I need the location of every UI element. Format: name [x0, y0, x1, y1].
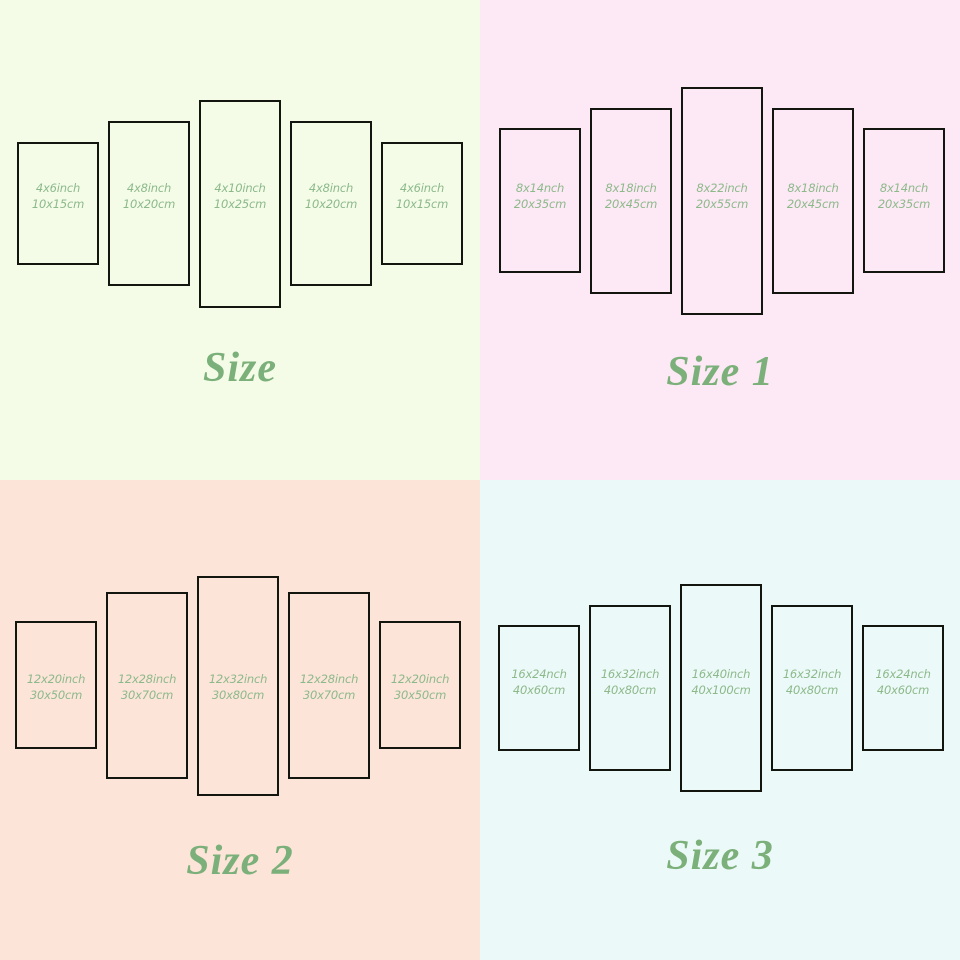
canvas-panel [862, 625, 944, 751]
canvas-panel [771, 605, 853, 771]
panel-size-cm: 30x50cm [393, 687, 447, 702]
canvas-panel [108, 121, 190, 286]
canvas-panel [590, 108, 672, 294]
canvas-panel [106, 592, 188, 779]
panel-size-inch: 4x8inch [308, 181, 354, 195]
panel-size-cm: 10x25cm [213, 196, 267, 211]
canvas-panel [15, 621, 97, 749]
canvas-panel [379, 621, 461, 749]
canvas-panel [17, 142, 99, 265]
canvas-panel [290, 121, 372, 286]
panel-size-cm: 30x80cm [211, 687, 265, 702]
panel-size-inch: 12x20inch [26, 672, 86, 686]
panel-size-cm: 20x45cm [604, 196, 658, 211]
canvas-panel [589, 605, 671, 771]
panel-size-cm: 40x60cm [512, 682, 566, 697]
panel-size-cm: 40x100cm [691, 682, 751, 697]
panel-size-cm: 40x80cm [785, 682, 839, 697]
panel-size-inch: 12x28inch [117, 672, 177, 686]
panel-size-cm: 20x45cm [786, 196, 840, 211]
panel-size-inch: 16x32inch [782, 667, 842, 681]
panel-size-inch: 16x40inch [691, 667, 751, 681]
panel-size-inch: 16x24nch [511, 667, 567, 681]
panel-size-inch: 12x20inch [390, 672, 450, 686]
panel-size-inch: 12x32inch [208, 672, 268, 686]
panel-size-inch: 16x32inch [600, 667, 660, 681]
size-group-title: Size 2 [186, 838, 294, 884]
panel-size-inch: 4x6inch [35, 181, 81, 195]
panel-size-inch: 4x6inch [399, 181, 445, 195]
canvas-panel [681, 87, 763, 315]
canvas-panel [499, 128, 581, 273]
panel-size-cm: 10x15cm [31, 196, 85, 211]
panel-size-cm: 20x35cm [877, 196, 931, 211]
canvas-panel [498, 625, 580, 751]
panel-size-cm: 10x20cm [122, 196, 176, 211]
panel-size-cm: 10x20cm [304, 196, 358, 211]
panel-size-inch: 4x8inch [126, 181, 172, 195]
canvas-panel [197, 576, 279, 796]
panel-size-inch: 4x10inch [214, 181, 266, 195]
panel-size-cm: 40x80cm [603, 682, 657, 697]
panel-size-cm: 10x15cm [395, 196, 449, 211]
panel-size-cm: 30x70cm [302, 687, 356, 702]
panel-size-cm: 20x35cm [513, 196, 567, 211]
panel-size-inch: 8x18inch [787, 181, 839, 195]
panel-size-cm: 20x55cm [695, 196, 749, 211]
size-group-title: Size 3 [666, 833, 774, 879]
panel-size-inch: 8x14nch [879, 181, 929, 195]
canvas-panel [381, 142, 463, 265]
canvas-panel [199, 100, 281, 308]
panel-size-inch: 8x22inch [696, 181, 748, 195]
panel-size-cm: 30x50cm [29, 687, 83, 702]
canvas-panel [288, 592, 370, 779]
canvas-panel [863, 128, 945, 273]
size-group-title: Size 1 [666, 349, 774, 395]
panel-size-inch: 12x28inch [299, 672, 359, 686]
canvas-panel [680, 584, 762, 792]
panel-size-inch: 8x18inch [605, 181, 657, 195]
panel-size-inch: 16x24nch [875, 667, 931, 681]
panel-size-cm: 40x60cm [876, 682, 930, 697]
panel-size-cm: 30x70cm [120, 687, 174, 702]
panel-size-inch: 8x14nch [515, 181, 565, 195]
canvas-panel [772, 108, 854, 294]
size-group-title: Size [202, 345, 277, 391]
